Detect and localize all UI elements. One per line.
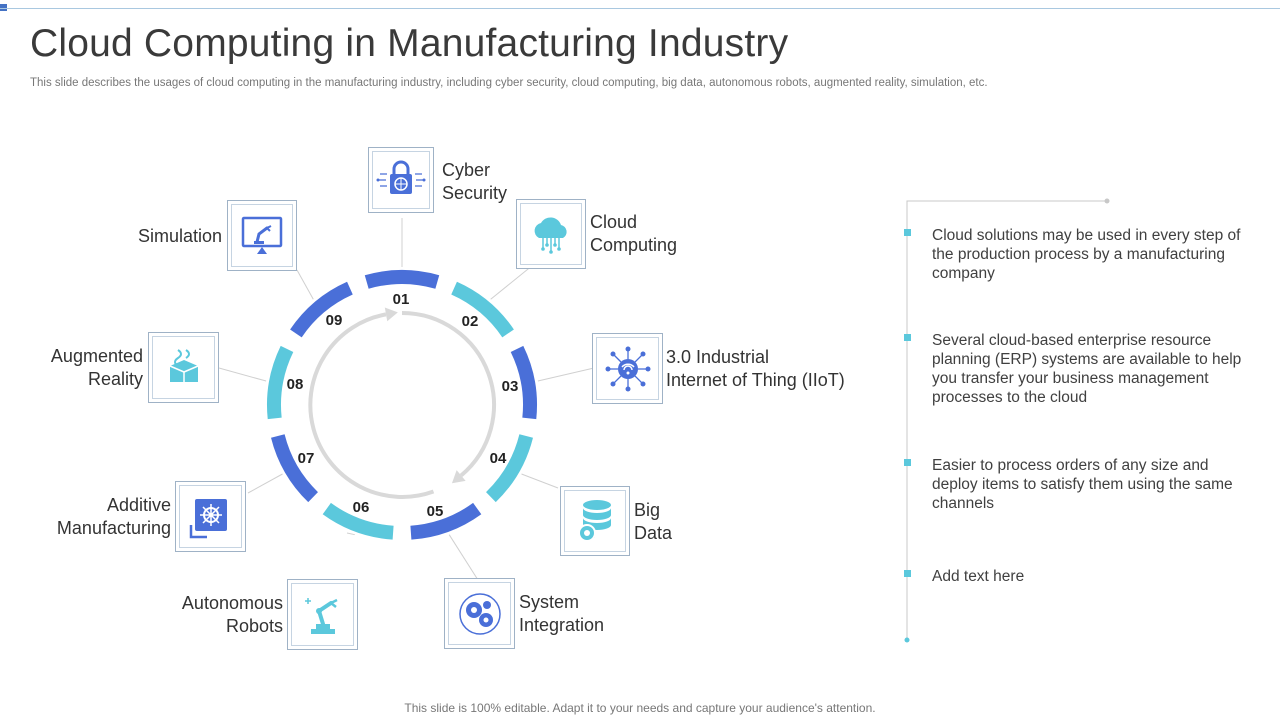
bullet-marker	[904, 334, 911, 341]
connector-line-7	[247, 473, 283, 494]
segment-number-2: 02	[461, 313, 479, 330]
timeline-end-dot	[904, 637, 910, 643]
ring-segments	[267, 270, 537, 540]
item-box-7	[175, 481, 246, 552]
ar-headset-icon	[169, 348, 198, 382]
item-label-1: Cyber Security	[442, 160, 508, 203]
item-box-3	[592, 333, 663, 404]
segment-number-8: 08	[286, 376, 304, 393]
item-label-5: System Integration	[519, 592, 605, 635]
item-box-6	[287, 579, 358, 650]
cloud-icon	[534, 217, 567, 254]
iot-network-icon	[605, 346, 650, 391]
connector-line-2	[490, 264, 534, 300]
item-label-3: 3.0 Industrial Internet of Thing (IIoT)	[666, 347, 845, 390]
gears-icon	[458, 592, 501, 635]
page-title: Cloud Computing in Manufacturing Industr…	[30, 22, 789, 65]
item-box-2	[516, 199, 586, 269]
connector-line-6	[346, 532, 355, 536]
segment-number-7: 07	[297, 450, 315, 467]
bullet-text-1: Cloud solutions may be used in every ste…	[932, 227, 1241, 282]
ring-segment-03	[510, 345, 537, 420]
item-box-5	[444, 578, 515, 649]
arrow-head	[384, 307, 398, 322]
top-rule	[0, 8, 1280, 9]
ring-segment-04	[485, 434, 533, 503]
bullet-marker	[904, 570, 911, 577]
footer-note: This slide is 100% editable. Adapt it to…	[404, 701, 876, 715]
item-label-4: Big Data	[634, 500, 673, 543]
connector-line-5	[448, 534, 479, 581]
item-label-7: Additive Manufacturing	[56, 495, 171, 538]
segment-number-1: 01	[392, 291, 410, 308]
item-label-8: Augmented Reality	[50, 346, 143, 389]
bullet-text-4: Add text here	[932, 568, 1025, 585]
bullet-text-2: Several cloud-based enterprise resource …	[932, 332, 1242, 406]
timeline-line	[904, 198, 1110, 643]
connector-lines	[218, 218, 595, 581]
page-subtitle: This slide describes the usages of cloud…	[30, 77, 988, 89]
arrow-arc-right	[401, 311, 496, 478]
timeline-start-dot	[1104, 198, 1110, 204]
item-box-9	[227, 200, 297, 271]
corner-marker	[0, 4, 7, 11]
connector-line-9	[296, 269, 314, 300]
arrow-head	[451, 470, 466, 484]
cycle-arrow	[308, 307, 496, 499]
segment-number-5: 05	[426, 503, 444, 520]
ring-segment-09	[290, 281, 353, 338]
3d-printer-icon	[189, 498, 227, 538]
ring-segment-07	[271, 434, 319, 503]
ring-segment-08	[267, 345, 294, 420]
ring-segment-06	[322, 502, 394, 540]
item-box-1	[368, 147, 434, 213]
segment-number-6: 06	[352, 499, 370, 516]
segment-number-3: 03	[501, 378, 519, 395]
connector-line-4	[521, 473, 559, 489]
database-gear-icon	[578, 500, 611, 542]
connector-line-8	[218, 367, 267, 382]
item-label-6: Autonomous Robots	[181, 593, 283, 636]
timeline-line	[906, 200, 1107, 640]
ring-segment-05	[410, 502, 482, 540]
robot-arm-icon	[304, 597, 338, 634]
ring-segment-01	[364, 270, 440, 289]
item-box-8	[148, 332, 219, 403]
arrow-arc-left	[308, 312, 435, 499]
bullet-marker	[904, 459, 911, 466]
bullet-marker	[904, 229, 911, 236]
connector-line-3	[537, 367, 595, 382]
lock-icon	[376, 160, 426, 194]
bullet-text-3: Easier to process orders of any size and…	[932, 457, 1233, 512]
monitor-robot-icon	[241, 216, 283, 254]
segment-number-9: 09	[325, 312, 343, 329]
item-label-9: Simulation	[137, 226, 222, 246]
item-box-4	[560, 486, 630, 556]
segment-number-4: 04	[489, 450, 507, 467]
ring-segment-02	[451, 281, 514, 338]
item-label-2: Cloud Computing	[590, 212, 678, 255]
